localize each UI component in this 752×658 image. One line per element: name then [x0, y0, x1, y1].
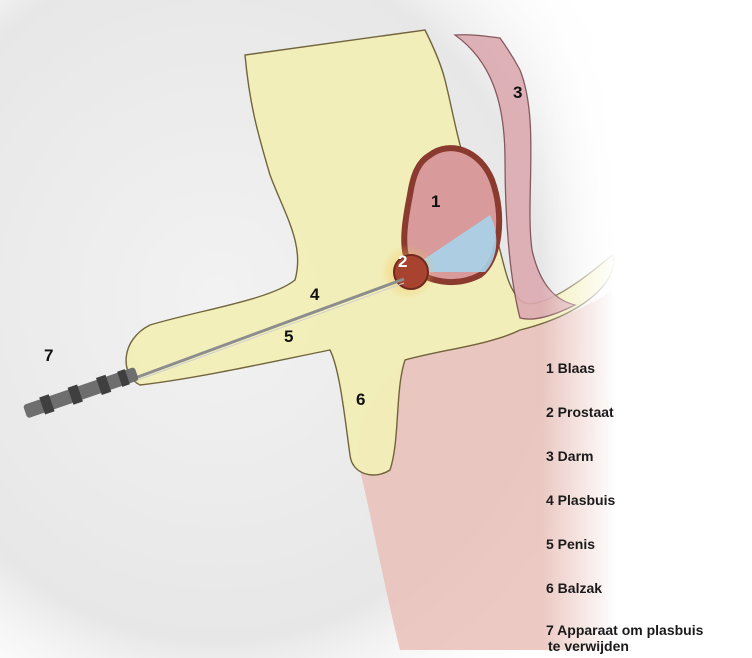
- marker-penis: 5: [284, 327, 293, 347]
- marker-instrument: 7: [44, 346, 53, 366]
- legend-item-bowel: 3 Darm: [546, 448, 593, 464]
- legend-item-bladder: 1 Blaas: [546, 360, 595, 376]
- legend-item-penis: 5 Penis: [546, 536, 595, 552]
- legend-item-scrotum: 6 Balzak: [546, 580, 602, 596]
- legend-label-line2: te verwijden: [546, 638, 703, 654]
- marker-prostate: 2: [398, 252, 407, 272]
- legend-label: 3 Darm: [546, 448, 593, 464]
- legend-label: 2 Prostaat: [546, 404, 614, 420]
- legend-label: 1 Blaas: [546, 360, 595, 376]
- legend-item-urethra: 4 Plasbuis: [546, 492, 615, 508]
- legend-label: 7 Apparaat om plasbuis: [546, 622, 703, 638]
- legend-item-prostate: 2 Prostaat: [546, 404, 614, 420]
- legend-label: 6 Balzak: [546, 580, 602, 596]
- legend-label: 5 Penis: [546, 536, 595, 552]
- marker-bowel: 3: [513, 83, 522, 103]
- marker-bladder: 1: [431, 192, 440, 212]
- legend-label: 4 Plasbuis: [546, 492, 615, 508]
- legend-item-instrument: 7 Apparaat om plasbuis te verwijden: [546, 622, 703, 654]
- marker-urethra: 4: [310, 285, 319, 305]
- marker-scrotum: 6: [356, 390, 365, 410]
